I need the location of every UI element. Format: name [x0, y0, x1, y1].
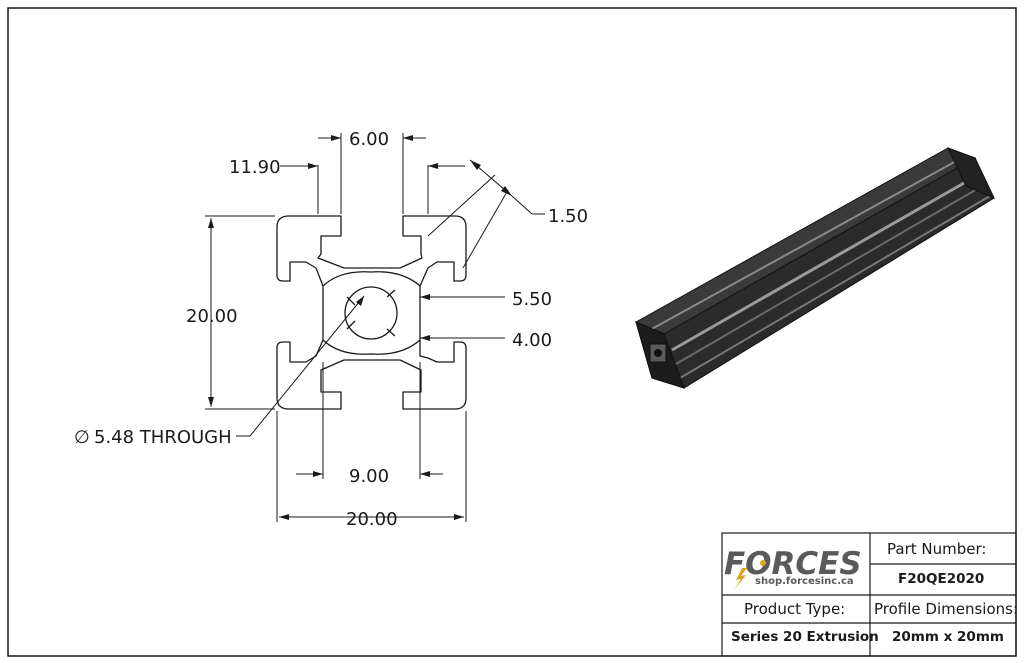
logo-text: FORCES: [724, 546, 862, 582]
dim-lip: 1.50: [548, 206, 588, 227]
dim-bore: 5.48 THROUGH: [94, 427, 232, 448]
extrusion-slot-line-2: [671, 173, 979, 352]
extrusion-end-bore: [654, 349, 662, 357]
part-number-value: F20QE2020: [898, 571, 984, 587]
dim-top-slot: 6.00: [349, 129, 389, 150]
dim-bottom-core: 9.00: [349, 466, 389, 487]
part-number-label: Part Number:: [887, 540, 986, 558]
product-type-value: Series 20 Extrusion: [731, 629, 879, 645]
gear-icon: [760, 560, 766, 566]
profile-outline: [276, 215, 467, 410]
forces-logo: FORCES shop.forcesinc.ca: [724, 546, 862, 590]
dim-inner-4: 4.00: [512, 330, 552, 351]
dimension-arrows: [208, 135, 512, 520]
profile-section: [276, 215, 467, 410]
core-edge-top: [322, 271, 421, 287]
extrusion-slot-line-4: [679, 195, 991, 379]
center-bore: [344, 286, 398, 340]
dimension-labels: 6.00 11.90 1.50 20.00 5.50 4.00 ∅ 5.48 T…: [74, 129, 588, 530]
lightning-icon: [734, 568, 747, 590]
product-type-label: Product Type:: [744, 600, 845, 618]
dim-inner-5: 5.50: [512, 289, 552, 310]
dim-slot-offset: 11.90: [229, 157, 281, 178]
core-edge-bottom: [322, 339, 421, 355]
extrusion-slot-line-1: [649, 159, 959, 331]
bore-keys: [346, 289, 396, 337]
dim-bore-symbol: ∅: [74, 427, 90, 448]
profile-dimensions-value: 20mm x 20mm: [892, 629, 1004, 645]
logo-url: shop.forcesinc.ca: [755, 576, 854, 587]
dimension-lines: [205, 133, 545, 522]
extrusion-far-end: [947, 147, 996, 199]
extrusion-slot-line-3: [675, 184, 985, 365]
dim-width: 20.00: [346, 509, 398, 530]
dim-height: 20.00: [186, 306, 238, 327]
title-block: [721, 532, 1017, 657]
profile-dimensions-label: Profile Dimensions:: [874, 600, 1018, 618]
extrusion-isometric: [634, 147, 996, 389]
sheet-border: [7, 7, 1017, 657]
